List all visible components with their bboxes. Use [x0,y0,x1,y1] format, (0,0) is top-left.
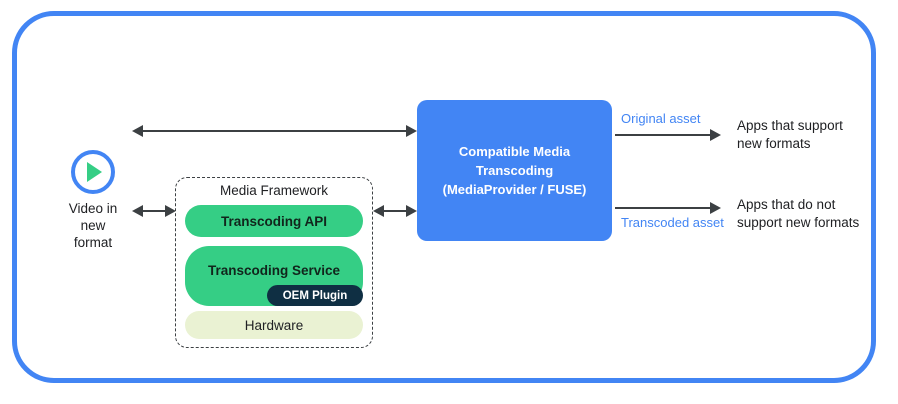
arrow-cmt-to-apps-unsupported-head [710,202,721,214]
arrow-framework-to-cmt-head-right [406,205,417,217]
arrow-video-to-framework-head-left [132,205,143,217]
transcoding-api-layer[interactable]: Transcoding API [185,205,363,237]
transcoded-asset-label: Transcoded asset [621,215,724,230]
oem-plugin-badge[interactable]: OEM Plugin [267,285,363,306]
arrow-framework-to-cmt-line [384,210,406,212]
arrow-cmt-to-apps-supported-head [710,129,721,141]
apps-support-new-formats-label: Apps that support new formats [737,118,843,151]
play-circle-icon [71,150,115,194]
transcoding-service-label: Transcoding Service [207,262,341,278]
play-icon-triangle [87,162,102,182]
arrow-video-to-cmt-head-left [132,125,143,137]
video-source-label: Video in new format [68,201,118,250]
hardware-layer[interactable]: Hardware [185,311,363,339]
arrow-video-to-framework-head-right [165,205,176,217]
media-framework-title: Media Framework [219,183,329,198]
original-asset-label: Original asset [621,111,701,126]
arrow-cmt-to-apps-supported-line [615,134,710,136]
apps-not-support-new-formats-label: Apps that do not support new formats [737,197,860,230]
arrow-video-to-cmt-line [143,130,406,132]
compatible-media-transcoding-box[interactable]: Compatible Media Transcoding (MediaProvi… [417,100,612,241]
arrow-video-to-framework-line [143,210,165,212]
arrow-video-to-cmt-head-right [406,125,417,137]
arrow-framework-to-cmt-head-left [373,205,384,217]
arrow-cmt-to-apps-unsupported-line [615,207,710,209]
